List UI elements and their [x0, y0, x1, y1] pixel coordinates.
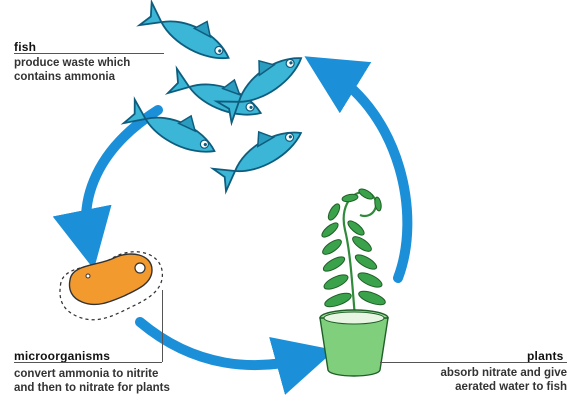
plant-illustration [320, 187, 388, 376]
microorganisms-description-line: convert ammonia to nitrite [14, 367, 244, 381]
plants-description-line: absorb nitrate and give [390, 366, 567, 380]
plants-description: absorb nitrate and give aerated water to… [390, 366, 567, 394]
microorganisms-label: microorganisms [14, 349, 110, 363]
microorganisms-description: convert ammonia to nitrite and then to n… [14, 367, 244, 395]
fish-icon [209, 114, 308, 191]
fish-label: fish [14, 40, 164, 54]
microorganisms-leader-line [14, 362, 162, 363]
plants-title: plants [527, 349, 564, 363]
fish-title: fish [14, 40, 164, 54]
plants-leader-line [380, 362, 567, 363]
fish-leader-line [14, 53, 164, 54]
microorganisms-leader-vertical [162, 290, 163, 362]
fish-school-illustration [124, 0, 309, 191]
microorganisms-description-line: and then to nitrate for plants [14, 381, 244, 395]
cycle-arrow-microorganisms-to-plants [140, 322, 306, 365]
fish-description-line: produce waste which [14, 56, 184, 70]
cycle-arrow-fish-to-microorganisms [86, 110, 158, 240]
organelle-icon [86, 274, 90, 278]
microorganism-illustration [60, 252, 162, 320]
plants-description-line: aerated water to fish [390, 380, 567, 394]
organelle-icon [135, 263, 145, 273]
microorganisms-title: microorganisms [14, 349, 110, 363]
fish-description: produce waste which contains ammonia [14, 56, 184, 84]
plants-label: plants [527, 349, 564, 363]
fish-description-line: contains ammonia [14, 70, 184, 84]
